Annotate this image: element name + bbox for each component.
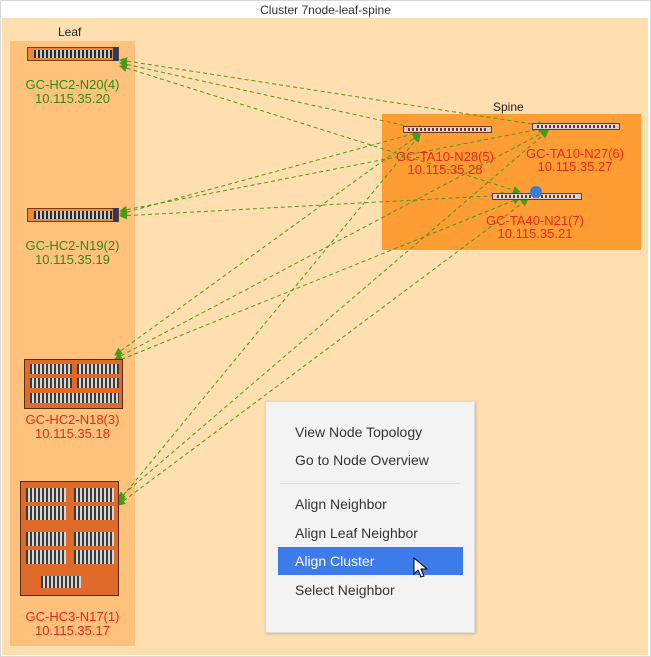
spine-group-label: Spine xyxy=(493,100,524,114)
node-name-n21[interactable]: GC-TA40-N21(7) xyxy=(485,213,584,228)
menu-item-select-neighbor[interactable]: Select Neighbor xyxy=(295,582,395,598)
server-chassis-icon[interactable] xyxy=(24,359,123,409)
menu-separator xyxy=(280,483,460,484)
node-ip-n17: 10.115.35.17 xyxy=(35,623,110,638)
node-ip-n18: 10.115.35.18 xyxy=(35,426,110,441)
node-name-n18[interactable]: GC-HC2-N18(3) xyxy=(25,412,120,427)
node-name-n20[interactable]: GC-HC2-N20(4) xyxy=(25,77,120,92)
node-ip-n21: 10.115.35.21 xyxy=(497,226,573,241)
menu-item-go-to-node-overview[interactable]: Go to Node Overview xyxy=(295,452,429,468)
switch-icon[interactable] xyxy=(403,126,492,133)
node-ip-n19: 10.115.35.19 xyxy=(35,252,110,267)
node-ip-n27: 10.115.35.27 xyxy=(537,159,613,174)
menu-item-align-neighbor[interactable]: Align Neighbor xyxy=(295,496,387,512)
switch-icon[interactable] xyxy=(27,208,119,222)
server-chassis-icon[interactable] xyxy=(20,481,119,596)
switch-icon[interactable] xyxy=(532,123,620,130)
node-ip-n20: 10.115.35.20 xyxy=(35,91,110,106)
mouse-cursor-icon xyxy=(413,557,429,578)
menu-item-align-cluster[interactable]: Align Cluster xyxy=(278,547,463,575)
cluster-title: Cluster 7node-leaf-spine xyxy=(260,3,391,17)
leaf-group-label: Leaf xyxy=(58,25,82,39)
menu-item-view-node-topology[interactable]: View Node Topology xyxy=(295,424,423,440)
selection-handle-icon[interactable] xyxy=(530,186,542,198)
menu-item-align-leaf-neighbor[interactable]: Align Leaf Neighbor xyxy=(295,525,418,541)
node-name-n28[interactable]: GC-TA10-N28(5) xyxy=(395,149,494,164)
node-name-n17[interactable]: GC-HC3-N17(1) xyxy=(25,609,120,624)
node-ip-n28: 10.115.35.28 xyxy=(407,162,483,177)
switch-icon[interactable] xyxy=(27,47,119,61)
node-name-n19[interactable]: GC-HC2-N19(2) xyxy=(25,238,120,253)
node-name-n27[interactable]: GC-TA10-N27(6) xyxy=(525,146,624,161)
context-menu: View Node Topology Go to Node Overview A… xyxy=(265,401,475,633)
